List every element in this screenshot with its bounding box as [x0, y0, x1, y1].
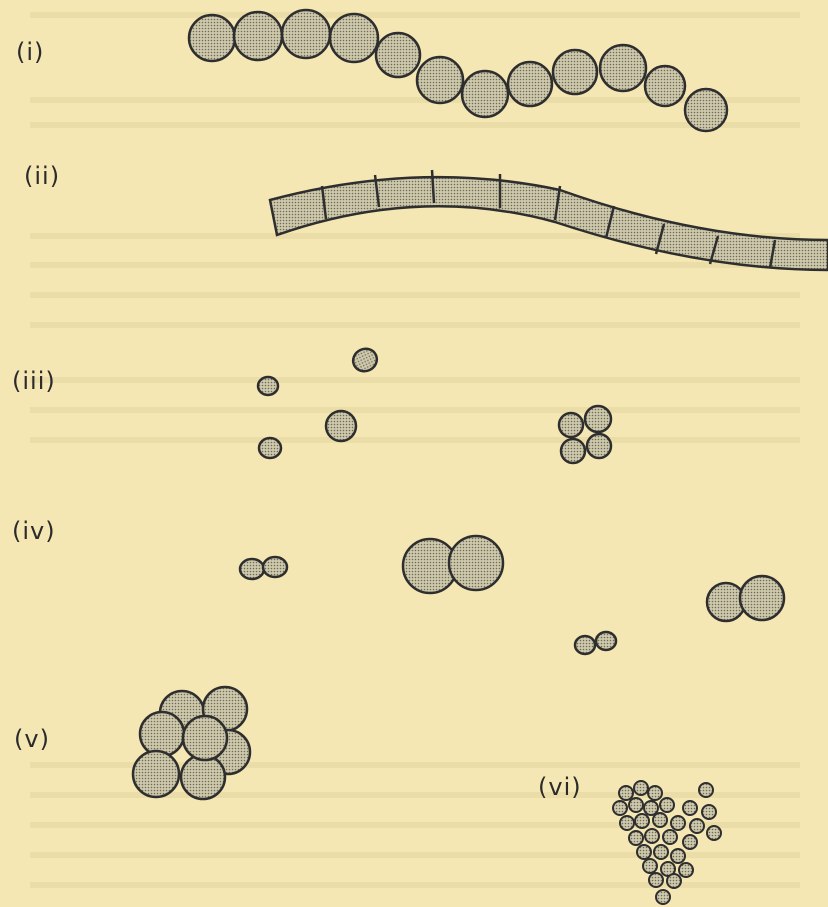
coccus-cell: [740, 576, 784, 620]
coccus-cell: [508, 62, 552, 106]
coccus-cell: [349, 345, 380, 375]
coccus-cell: [234, 12, 282, 60]
coccus-cell: [376, 33, 420, 77]
label-vi: (vi): [538, 773, 582, 801]
coccus-cell: [189, 15, 235, 61]
coccus-cell: [133, 751, 179, 797]
label-v: (v): [14, 725, 50, 753]
coccus-cell: [263, 557, 287, 577]
coccus-cell: [326, 411, 356, 441]
tetrad-cell: [585, 406, 611, 432]
tetrad-cell: [561, 439, 585, 463]
coccus-cell: [259, 438, 281, 458]
coccus-cell: [462, 71, 508, 117]
sarcina-cluster: [133, 687, 250, 799]
coccus-cell: [282, 10, 330, 58]
cocci-and-tetrad: [258, 345, 611, 463]
tetrad-cell: [587, 434, 611, 458]
coccus-cell: [600, 45, 646, 91]
coccus-cell: [181, 755, 225, 799]
label-ii: (ii): [24, 162, 60, 190]
coccus-cell: [183, 716, 227, 760]
label-iv: (iv): [12, 517, 56, 545]
coccus-cell: [575, 636, 595, 654]
coccus-cell: [449, 536, 503, 590]
label-i: (i): [16, 38, 44, 66]
coccus-cell: [417, 57, 463, 103]
coccus-cell: [645, 66, 685, 106]
rod-chain: [270, 170, 828, 270]
coccus-cell: [553, 50, 597, 94]
coccus-cell: [258, 377, 278, 395]
tetrad-cell: [559, 413, 583, 437]
coccus-cell: [330, 14, 378, 62]
coccus-cell: [685, 89, 727, 131]
label-iii: (iii): [12, 367, 56, 395]
diplococci: [240, 536, 784, 654]
coccus-cell: [596, 632, 616, 650]
coccus-cell: [240, 559, 264, 579]
streptococci-chain: [189, 10, 727, 131]
coccus-cell: [140, 712, 184, 756]
